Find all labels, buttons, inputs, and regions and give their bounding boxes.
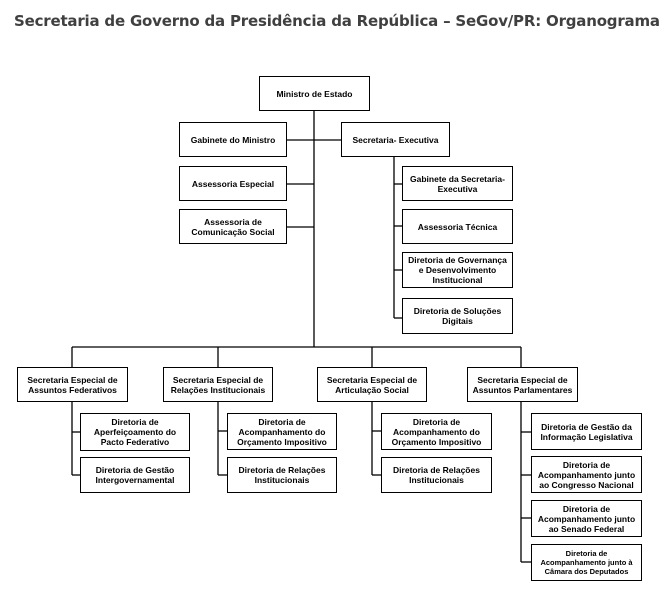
- node-gabinete-do-ministro: Gabinete do Ministro: [179, 122, 287, 157]
- node-diretoria-gestao-informacao-legislativa: Diretoria de Gestão da Informação Legisl…: [531, 413, 642, 450]
- node-diretoria-acompanhamento-camara: Diretoria de Acompanhamento junto à Câma…: [531, 544, 642, 581]
- node-diretoria-acompanhamento-senado: Diretoria de Acompanhamento junto ao Sen…: [531, 500, 642, 537]
- node-secretaria-relacoes-institucionais: Secretaria Especial de Relações Instituc…: [163, 367, 273, 402]
- node-assessoria-comunicacao-social: Assessoria de Comunicação Social: [179, 209, 287, 244]
- node-secretaria-assuntos-parlamentares: Secretaria Especial de Assuntos Parlamen…: [467, 367, 578, 402]
- page-title: Secretaria de Governo da Presidência da …: [14, 12, 660, 30]
- node-secretaria-executiva: Secretaria- Executiva: [341, 122, 450, 157]
- node-diretoria-gestao-intergovernamental: Diretoria de Gestão Intergovernamental: [80, 457, 190, 493]
- node-assessoria-tecnica: Assessoria Técnica: [402, 209, 513, 244]
- node-assessoria-especial: Assessoria Especial: [179, 166, 287, 201]
- node-diretoria-acompanhamento-orcamento-1: Diretoria de Acompanhamento do Orçamento…: [227, 413, 337, 450]
- node-diretoria-solucoes-digitais: Diretoria de Soluções Digitais: [402, 298, 513, 334]
- node-diretoria-relacoes-institucionais-2: Diretoria de Relações Institucionais: [381, 457, 492, 493]
- node-diretoria-acompanhamento-orcamento-2: Diretoria de Acompanhamento do Orçamento…: [381, 413, 492, 450]
- node-diretoria-aperfeicoamento-pacto: Diretoria de Aperfeiçoamento do Pacto Fe…: [80, 413, 190, 451]
- node-gabinete-secretaria-executiva: Gabinete da Secretaria-Executiva: [402, 166, 513, 201]
- node-secretaria-articulacao-social: Secretaria Especial de Articulação Socia…: [317, 367, 427, 402]
- node-diretoria-governanca: Diretoria de Governança e Desenvolviment…: [402, 252, 513, 288]
- node-ministro-de-estado: Ministro de Estado: [259, 76, 370, 111]
- node-diretoria-relacoes-institucionais-1: Diretoria de Relações Institucionais: [227, 457, 337, 493]
- node-secretaria-assuntos-federativos: Secretaria Especial de Assuntos Federati…: [17, 367, 128, 402]
- node-diretoria-acompanhamento-congresso: Diretoria de Acompanhamento junto ao Con…: [531, 456, 642, 493]
